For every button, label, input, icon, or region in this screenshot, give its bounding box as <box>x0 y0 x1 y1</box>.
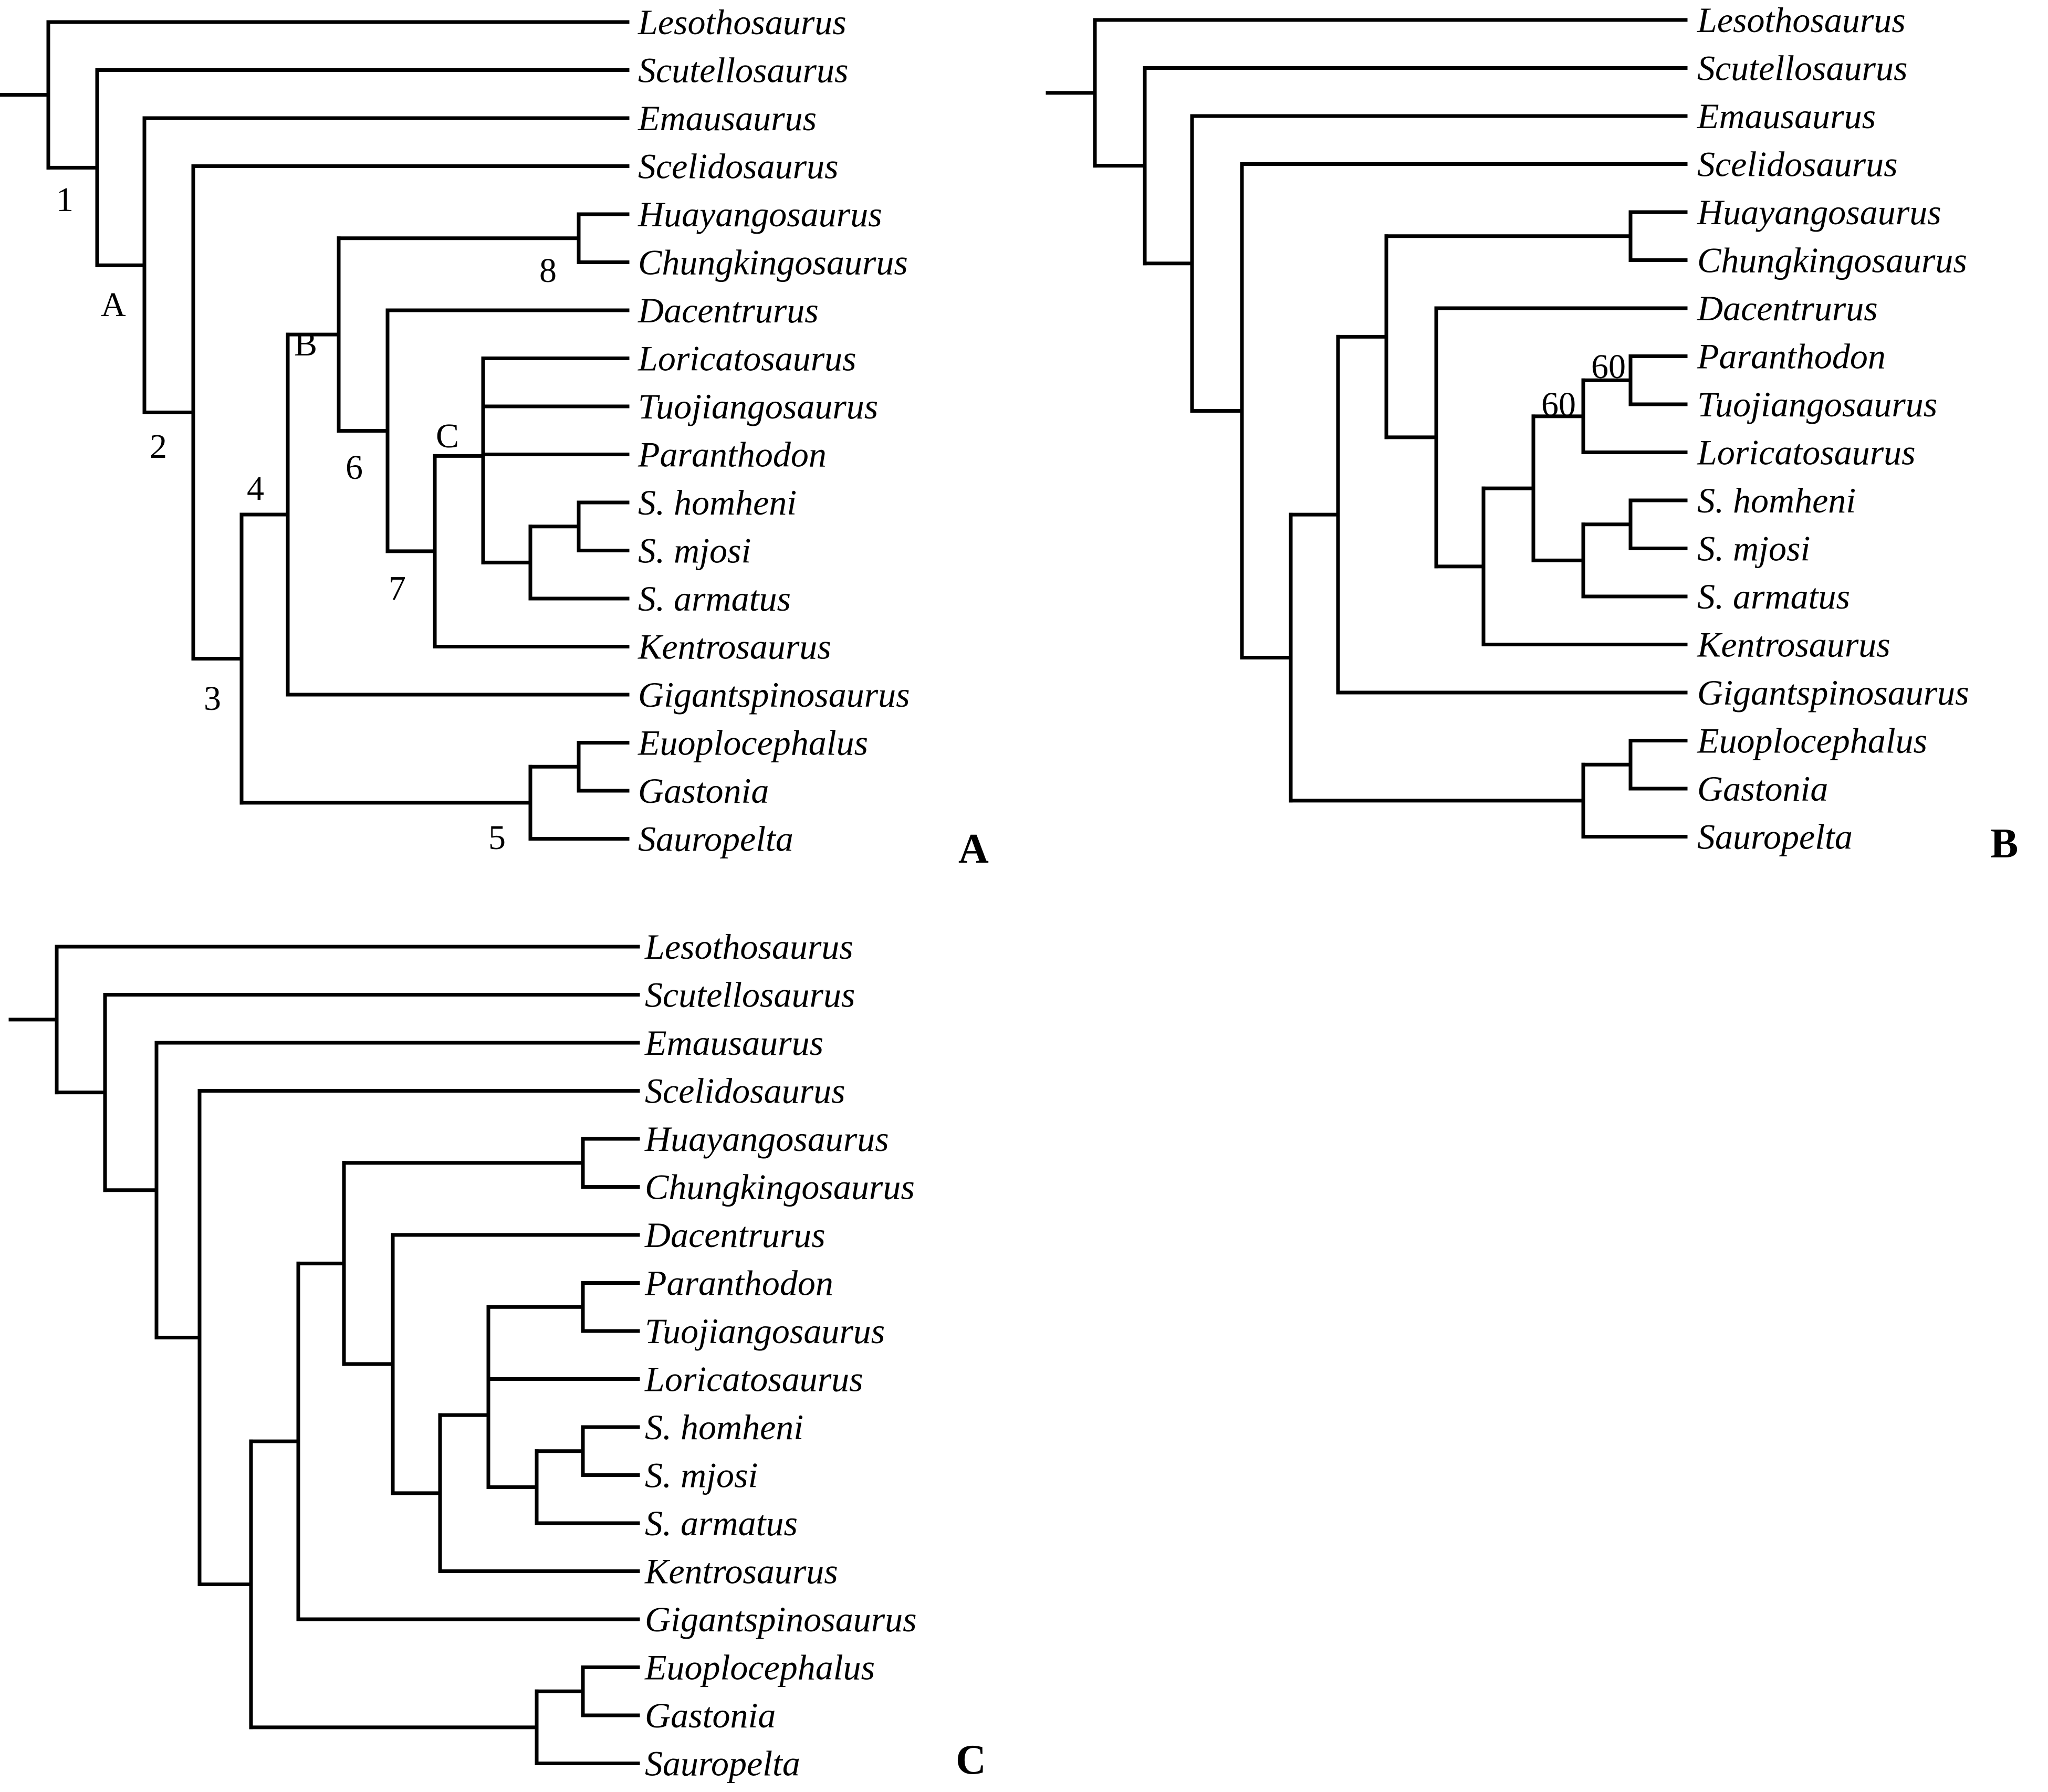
panel-letter: B <box>1990 821 2018 867</box>
taxon-label-s-mjosi: S. mjosi <box>645 1455 758 1495</box>
taxon-label-huayangosaurus: Huayangosaurus <box>638 194 882 234</box>
taxon-label-dacentrurus: Dacentrurus <box>644 1215 826 1255</box>
node-label: 7 <box>389 569 406 607</box>
taxon-label-huayangosaurus: Huayangosaurus <box>644 1119 889 1159</box>
taxon-label-scutellosaurus: Scutellosaurus <box>1697 48 1907 88</box>
taxon-label-loricatosaurus: Loricatosaurus <box>1697 433 1916 473</box>
taxon-label-kentrosaurus: Kentrosaurus <box>644 1552 838 1591</box>
node-label: B <box>294 325 317 363</box>
taxon-label-loricatosaurus: Loricatosaurus <box>644 1359 863 1399</box>
taxon-label-paranthodon: Paranthodon <box>644 1263 833 1303</box>
taxon-label-scelidosaurus: Scelidosaurus <box>645 1071 845 1111</box>
taxon-label-chungkingosaurus: Chungkingosaurus <box>1697 240 1967 280</box>
taxon-label-s-homheni: S. homheni <box>638 483 797 522</box>
node-label: 3 <box>204 679 221 718</box>
node-label: 60 <box>1591 348 1626 386</box>
taxon-label-kentrosaurus: Kentrosaurus <box>638 627 831 667</box>
taxon-label-emausaurus: Emausaurus <box>644 1023 823 1063</box>
taxon-label-gastonia: Gastonia <box>638 771 769 811</box>
taxon-label-kentrosaurus: Kentrosaurus <box>1697 625 1890 665</box>
taxon-label-s-mjosi: S. mjosi <box>638 531 751 571</box>
taxon-label-gigantspinosaurus: Gigantspinosaurus <box>645 1599 917 1639</box>
taxon-label-paranthodon: Paranthodon <box>638 435 827 475</box>
node-label: 5 <box>488 819 506 857</box>
taxon-label-euoplocephalus: Euoplocephalus <box>644 1648 875 1688</box>
taxon-label-gigantspinosaurus: Gigantspinosaurus <box>1697 673 1969 712</box>
node-label: 4 <box>247 469 264 508</box>
taxon-label-s-armatus: S. armatus <box>1697 577 1850 616</box>
taxon-label-paranthodon: Paranthodon <box>1697 337 1886 376</box>
taxon-label-huayangosaurus: Huayangosaurus <box>1697 192 1941 232</box>
taxon-label-gigantspinosaurus: Gigantspinosaurus <box>638 675 910 715</box>
taxon-label-chungkingosaurus: Chungkingosaurus <box>645 1167 915 1207</box>
taxon-label-tuojiangosaurus: Tuojiangosaurus <box>1697 384 1937 424</box>
panel-c: LesothosaurusScutellosaurusEmausaurusSce… <box>8 927 986 1784</box>
taxon-label-sauropelta: Sauropelta <box>638 819 793 859</box>
taxon-label-chungkingosaurus: Chungkingosaurus <box>638 243 908 282</box>
node-label: 2 <box>150 427 167 466</box>
node-label: 1 <box>56 181 74 219</box>
node-label: C <box>436 417 459 455</box>
taxon-label-loricatosaurus: Loricatosaurus <box>638 339 856 379</box>
taxon-label-s-mjosi: S. mjosi <box>1697 529 1810 569</box>
taxon-label-lesothosaurus: Lesothosaurus <box>644 927 853 967</box>
taxon-label-s-homheni: S. homheni <box>1697 480 1856 520</box>
taxon-label-s-homheni: S. homheni <box>645 1407 803 1447</box>
panel-letter: C <box>956 1737 986 1783</box>
node-label: 60 <box>1541 385 1576 424</box>
taxon-label-lesothosaurus: Lesothosaurus <box>638 2 847 42</box>
node-label: 6 <box>346 448 363 487</box>
taxon-label-gastonia: Gastonia <box>645 1695 776 1735</box>
taxon-label-emausaurus: Emausaurus <box>638 98 817 138</box>
taxon-label-dacentrurus: Dacentrurus <box>1697 288 1878 328</box>
panel-letter: A <box>958 826 989 872</box>
taxon-label-euoplocephalus: Euoplocephalus <box>1697 721 1927 761</box>
taxon-label-sauropelta: Sauropelta <box>645 1744 800 1784</box>
taxon-label-dacentrurus: Dacentrurus <box>638 290 819 330</box>
taxon-label-scelidosaurus: Scelidosaurus <box>1697 144 1898 184</box>
panel-a: LesothosaurusScutellosaurusEmausaurusSce… <box>0 2 989 872</box>
taxon-label-s-armatus: S. armatus <box>645 1503 798 1543</box>
taxon-label-scutellosaurus: Scutellosaurus <box>645 975 855 1015</box>
taxon-label-s-armatus: S. armatus <box>638 579 791 619</box>
taxon-label-lesothosaurus: Lesothosaurus <box>1697 0 1906 40</box>
node-label: 8 <box>539 251 557 290</box>
node-label: A <box>101 286 126 324</box>
taxon-label-emausaurus: Emausaurus <box>1697 96 1876 136</box>
taxon-label-scutellosaurus: Scutellosaurus <box>638 50 848 90</box>
taxon-label-sauropelta: Sauropelta <box>1697 817 1853 857</box>
taxon-label-scelidosaurus: Scelidosaurus <box>638 146 839 186</box>
taxon-label-gastonia: Gastonia <box>1697 769 1828 809</box>
taxon-label-euoplocephalus: Euoplocephalus <box>638 723 868 763</box>
taxon-label-tuojiangosaurus: Tuojiangosaurus <box>638 386 878 426</box>
taxon-label-tuojiangosaurus: Tuojiangosaurus <box>645 1311 885 1351</box>
panel-b: LesothosaurusScutellosaurusEmausaurusSce… <box>1046 0 2018 867</box>
